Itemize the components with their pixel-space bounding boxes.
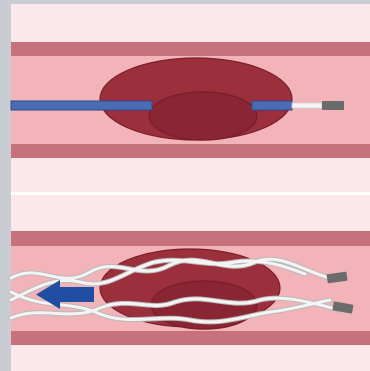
panel-stent-retrieval bbox=[11, 231, 370, 345]
vessel-wall-bottom bbox=[11, 144, 370, 158]
vessel-wall-bottom bbox=[11, 331, 370, 345]
catheter-shaft-left bbox=[11, 101, 152, 110]
guidewire-tip bbox=[322, 101, 344, 110]
vessel-wall-top bbox=[11, 231, 370, 246]
clot-inner-lobe bbox=[149, 92, 257, 140]
panel-catheter-insertion bbox=[11, 42, 370, 158]
catheter-shaft-right bbox=[252, 101, 292, 110]
panel-divider bbox=[11, 192, 370, 195]
catheter-tip bbox=[292, 103, 322, 108]
vessel-wall-top bbox=[11, 42, 370, 56]
